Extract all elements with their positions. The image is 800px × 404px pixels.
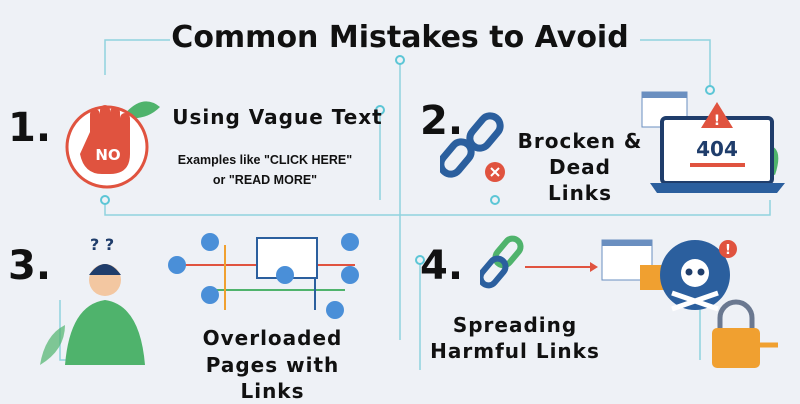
item-3-number: 3. [8,243,52,289]
svg-text:!: ! [725,243,731,258]
item-1-description-2: or "READ MORE" [212,173,318,187]
item-1-description-1: Examples like "CLICK HERE" [177,153,353,167]
item-4-heading-1: Spreading [452,313,578,337]
item-3-heading-2: Pages with Links [205,353,340,403]
skull-globe-icon: ! [601,239,778,368]
item-4-heading-2: Harmful Links [430,339,600,363]
item-4-number: 4. [420,243,464,289]
laptop-404-icon: ! 404 [641,91,785,193]
error-code: 404 [696,137,738,161]
stop-hand-icon: NO [65,101,160,189]
svg-text:? ?: ? ? [90,235,114,254]
item-2-heading-1: Brocken & [517,129,643,153]
svg-text:!: ! [714,113,720,129]
link-network-icon [168,233,359,319]
confused-person-icon: ? ? [40,235,145,365]
item-1-number: 1. [8,105,52,151]
item-3-heading-1: Overloaded [202,326,343,350]
page-title: Common Mistakes to Avoid [171,20,629,55]
link-arrow-icon [480,235,598,289]
broken-link-icon [440,112,505,182]
item-2-number: 2. [420,98,464,144]
item-2-heading-2: Dead Links [547,155,613,205]
item-1-heading: Using Vague Text [172,105,383,129]
no-badge: NO [95,146,120,164]
